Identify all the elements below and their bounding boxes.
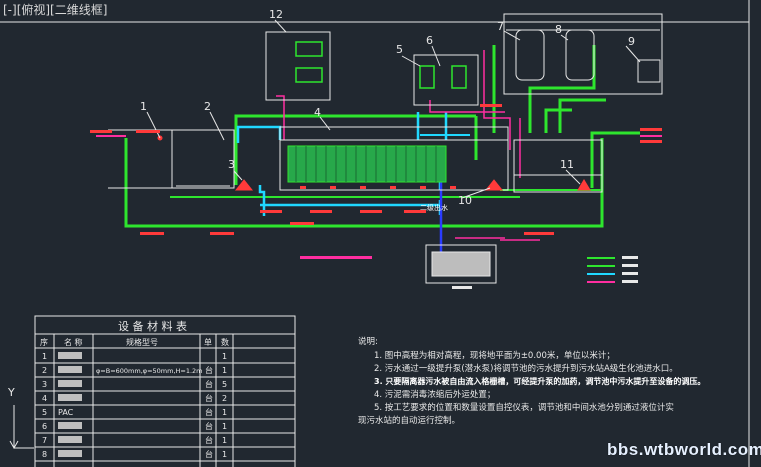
table-header-spec: 规格型号 bbox=[126, 337, 158, 347]
air-diffusers bbox=[300, 186, 456, 189]
table-header-name: 名 称 bbox=[64, 337, 83, 347]
table-cell-name-mark bbox=[58, 450, 82, 457]
pipe-annotation-marks bbox=[90, 104, 662, 289]
table-cell-no: 6 bbox=[42, 422, 47, 431]
table-cell-name-mark bbox=[58, 366, 82, 373]
table-cell-no: 7 bbox=[42, 436, 47, 445]
note-line-4: 4. 污泥需消毒浓缩后外运处置； bbox=[374, 389, 495, 400]
viewport-controls-label[interactable]: [-][俯视][二维线框] bbox=[3, 3, 108, 17]
table-cell-name-mark bbox=[58, 422, 82, 429]
watermark: bbs.wtbworld.com bbox=[607, 440, 761, 459]
table-cell-unit: 台 bbox=[205, 407, 213, 417]
equipment-tag-8: 8 bbox=[555, 23, 562, 36]
table-cell-name: PAC bbox=[58, 408, 74, 417]
table-cell-no: 1 bbox=[42, 352, 47, 361]
equipment-tag-4: 4 bbox=[314, 106, 321, 119]
table-cell-unit: 台 bbox=[205, 421, 213, 431]
svg-text:Y: Y bbox=[7, 386, 15, 399]
equipment-tag-1: 1 bbox=[140, 100, 147, 113]
table-cell-qty: 1 bbox=[222, 366, 227, 375]
pump-symbols bbox=[157, 135, 591, 191]
table-header-no: 序 bbox=[40, 337, 48, 347]
table-cell-unit: 台 bbox=[205, 393, 213, 403]
table-cell-name-mark bbox=[58, 394, 82, 401]
table-cell-unit: 台 bbox=[205, 365, 213, 375]
note-line-6: 现污水站的自动运行控制。 bbox=[358, 415, 460, 426]
equipment-tag-2: 2 bbox=[204, 100, 211, 113]
table-header-qty: 数 bbox=[221, 337, 229, 347]
notes-heading: 说明: bbox=[358, 336, 378, 347]
blower-symbols bbox=[295, 41, 467, 89]
table-cell-no: 5 bbox=[42, 408, 47, 417]
notes-block: 说明: 1. 图中高程为相对高程，现将地平面为±0.00米，单位以米计； 2. … bbox=[358, 336, 705, 426]
note-line-1: 1. 图中高程为相对高程，现将地平面为±0.00米，单位以米计； bbox=[374, 350, 615, 361]
equipment-tag-12: 12 bbox=[269, 8, 283, 21]
table-cell-unit: 台 bbox=[205, 435, 213, 445]
pipe-green-network bbox=[124, 45, 640, 267]
table-cell-spec: φ=B=600mm,φ=50mm,H=1.2m bbox=[96, 367, 203, 375]
table-cell-qty: 1 bbox=[222, 436, 227, 445]
table-cell-no: 8 bbox=[42, 450, 47, 459]
table-cell-qty: 2 bbox=[222, 394, 227, 403]
table-cell-no: 2 bbox=[42, 366, 47, 375]
table-cell-qty: 5 bbox=[222, 380, 227, 389]
materials-table-title: 设 备 材 料 表 bbox=[118, 319, 187, 333]
materials-table: 设 备 材 料 表 序 名 称 规格型号 单 数 1 1 2 φ=B=600mm,φ=… bbox=[34, 315, 296, 467]
note-line-3: 3. 只要隔离器污水被自由流入格栅槽，可经提升泵的加药，调节池中污水提升至设备的… bbox=[374, 376, 705, 386]
equipment-tag-6: 6 bbox=[426, 34, 433, 47]
table-cell-qty: 1 bbox=[222, 352, 227, 361]
equipment-tag-7: 7 bbox=[497, 20, 504, 33]
equipment-tag-11: 11 bbox=[560, 158, 574, 171]
table-cell-unit: 台 bbox=[205, 379, 213, 389]
table-cell-qty: 1 bbox=[222, 422, 227, 431]
table-header-unit: 单 bbox=[204, 337, 212, 347]
table-cell-qty: 1 bbox=[222, 408, 227, 417]
equipment-tag-5: 5 bbox=[396, 43, 403, 56]
equipment-tag-3: 3 bbox=[228, 158, 235, 171]
equipment-tags: 1 2 3 4 5 6 7 8 9 10 11 12 bbox=[140, 8, 635, 207]
equipment-tag-9: 9 bbox=[628, 35, 635, 48]
table-cell-no: 3 bbox=[42, 380, 47, 389]
table-cell-name-mark bbox=[58, 352, 82, 359]
table-cell-unit: 台 bbox=[205, 449, 213, 459]
table-cell-name-mark bbox=[58, 380, 82, 387]
pipe-magenta-network bbox=[96, 50, 662, 283]
table-cell-no: 4 bbox=[42, 394, 47, 403]
note-line-2: 2. 污水通过一级提升泵(潜水泵)将调节池的污水提升到污水站A级生化池进水口。 bbox=[374, 363, 678, 374]
tag-leaders bbox=[146, 19, 641, 199]
equipment-tag-10: 10 bbox=[458, 194, 472, 207]
ucs-axis-icon: Y bbox=[7, 386, 34, 450]
note-line-5: 5. 按工艺要求的位置和数量设置自控仪表，调节池和中间水池分别通过液位计实 bbox=[374, 402, 674, 413]
table-cell-name-mark bbox=[58, 436, 82, 443]
filter-towers bbox=[506, 29, 660, 81]
aeration-media-block bbox=[287, 145, 447, 183]
outlet-label: 二级出水 bbox=[420, 203, 448, 212]
tank-outlines bbox=[108, 13, 663, 284]
table-cell-qty: 1 bbox=[222, 450, 227, 459]
